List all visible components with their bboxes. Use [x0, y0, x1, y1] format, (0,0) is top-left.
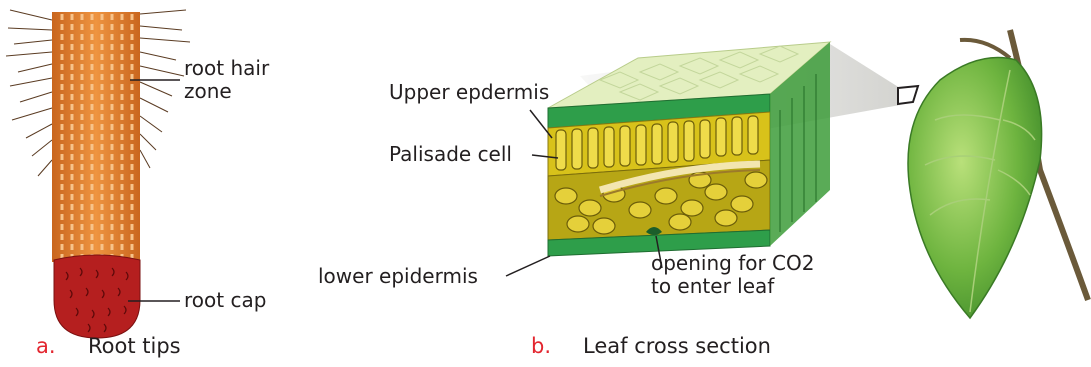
caption-root-tips-letter: a. — [36, 334, 88, 358]
label-opening-line1: opening for CO2 — [651, 252, 815, 275]
root-cap — [54, 255, 140, 338]
lower-epidermis-leader — [506, 256, 550, 276]
label-opening-line2: to enter leaf — [651, 275, 815, 298]
label-upper-epidermis: Upper epdermis — [389, 81, 549, 104]
zoom-box — [898, 86, 918, 104]
caption-leaf-text: Leaf cross section — [583, 334, 771, 358]
caption-root-tips-text: Root tips — [88, 334, 181, 358]
label-root-hair-zone-line2: zone — [184, 80, 269, 103]
caption-root-tips: a.Root tips — [36, 334, 181, 358]
leaf-section-illustration — [506, 42, 900, 276]
label-lower-epidermis: lower epidermis — [318, 265, 478, 288]
label-opening: opening for CO2 to enter leaf — [651, 252, 815, 298]
label-root-hair-zone-line1: root hair — [184, 57, 269, 80]
root-tip-illustration — [6, 10, 190, 338]
leaf-illustration — [898, 30, 1088, 318]
caption-leaf-cross-section: b.Leaf cross section — [531, 334, 771, 358]
label-root-cap: root cap — [184, 289, 266, 312]
caption-leaf-letter: b. — [531, 334, 583, 358]
label-root-hair-zone: root hair zone — [184, 57, 269, 103]
twig — [960, 40, 1010, 58]
label-palisade-cell: Palisade cell — [389, 143, 512, 166]
root-body — [52, 12, 140, 262]
